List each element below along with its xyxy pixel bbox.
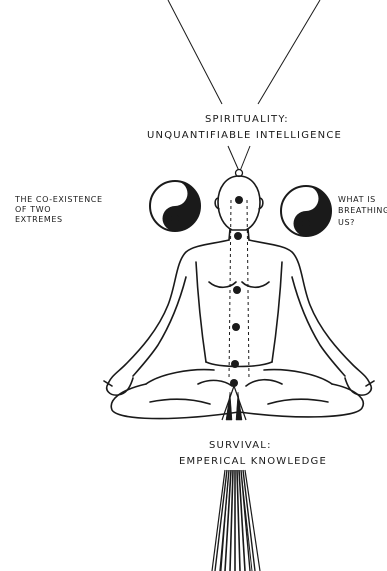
left-label-line2: OF TWO — [15, 205, 51, 215]
spirituality-title: SPIRITUALITY: — [205, 114, 289, 125]
chakra-heart — [233, 286, 241, 294]
survival-title: SURVIVAL: — [209, 440, 272, 451]
chakra-crown — [235, 196, 243, 204]
chakra-root — [230, 379, 238, 387]
survival-subtitle: EMPERICAL KNOWLEDGE — [179, 456, 327, 467]
right-yin-yang — [281, 186, 331, 236]
chakra-sacral — [231, 360, 239, 368]
right-label-line1: WHAT IS — [338, 195, 376, 205]
chakra-solar — [232, 323, 240, 331]
seated-figure — [104, 176, 374, 419]
left-label-line1: THE Co-EXISTENCE — [15, 195, 103, 205]
right-label-line3: US? — [338, 218, 355, 228]
upper-cone — [168, 0, 320, 171]
spirituality-subtitle: UNQUANTIFIABLE INTELLIGENCE — [147, 130, 342, 141]
chakra-throat — [234, 232, 242, 240]
left-label-line3: EXTREMES — [15, 215, 63, 225]
left-yin-yang — [150, 181, 200, 231]
right-label-line2: BREATHING — [338, 206, 387, 216]
chakra-points — [230, 196, 243, 387]
